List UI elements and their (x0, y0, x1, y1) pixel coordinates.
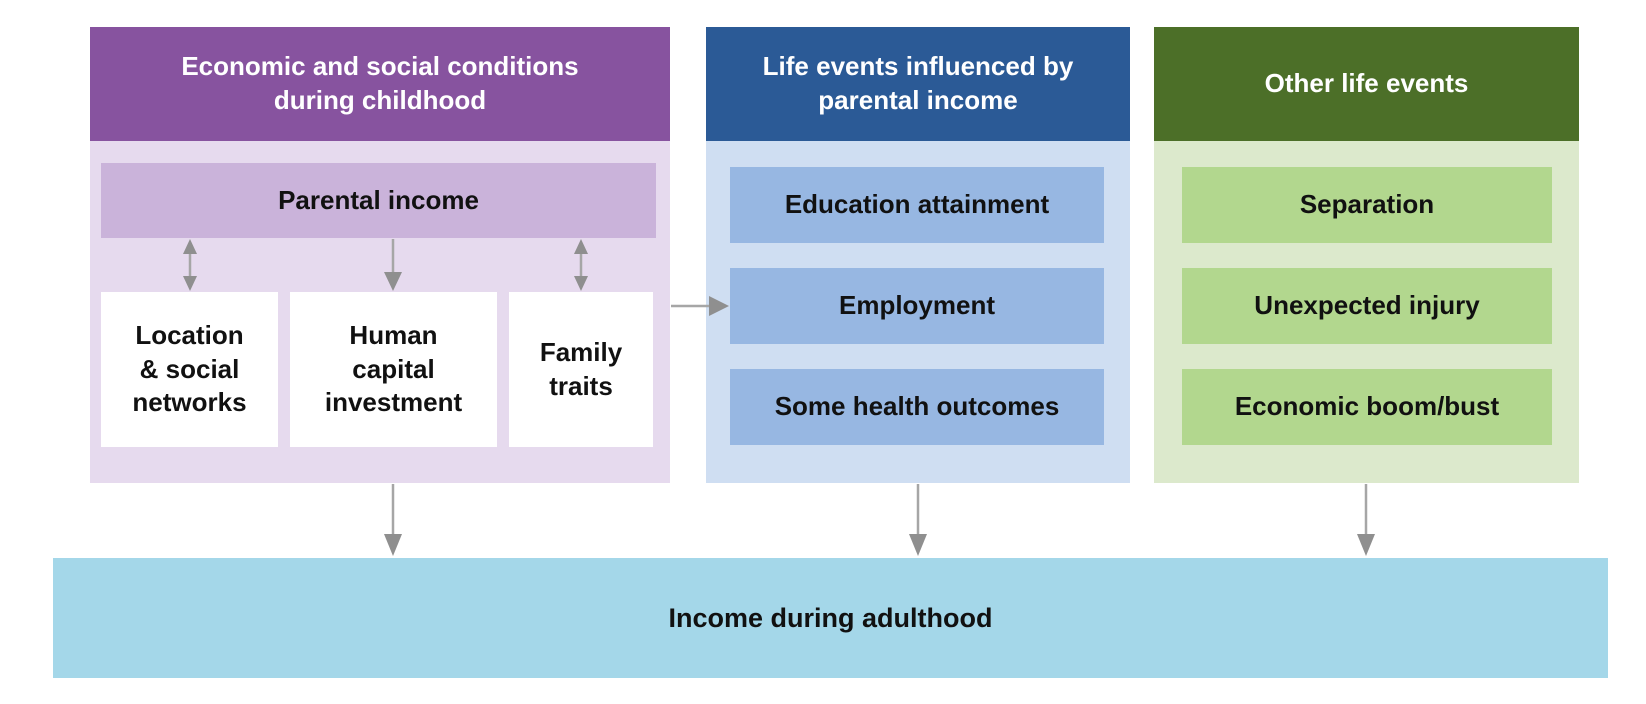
arrow-other-events-to-adulthood-icon (1357, 484, 1375, 556)
box-education-attainment: Education attainment (730, 167, 1104, 243)
box-family-traits: Family traits (509, 292, 653, 447)
arrow-life-events-to-adulthood-icon (909, 484, 927, 556)
panel-childhood-conditions: Economic and social conditions during ch… (90, 27, 670, 483)
box-economic-boom-bust: Economic boom/bust (1182, 369, 1552, 445)
box-location-social-networks: Location & social networks (101, 292, 278, 447)
panel-life-events-title: Life events influenced by parental incom… (706, 27, 1130, 141)
arrow-childhood-to-adulthood-icon (384, 484, 402, 556)
income-adulthood-bar: Income during adulthood (53, 558, 1608, 678)
panel-other-life-events-title: Other life events (1154, 27, 1579, 141)
panel-other-life-events: Other life events Separation Unexpected … (1154, 27, 1579, 483)
box-separation: Separation (1182, 167, 1552, 243)
panel-childhood-title: Economic and social conditions during ch… (90, 27, 670, 141)
box-parental-income: Parental income (101, 163, 656, 238)
panel-life-events: Life events influenced by parental incom… (706, 27, 1130, 483)
box-human-capital-investment: Human capital investment (290, 292, 497, 447)
box-unexpected-injury: Unexpected injury (1182, 268, 1552, 344)
box-employment: Employment (730, 268, 1104, 344)
box-some-health-outcomes: Some health outcomes (730, 369, 1104, 445)
